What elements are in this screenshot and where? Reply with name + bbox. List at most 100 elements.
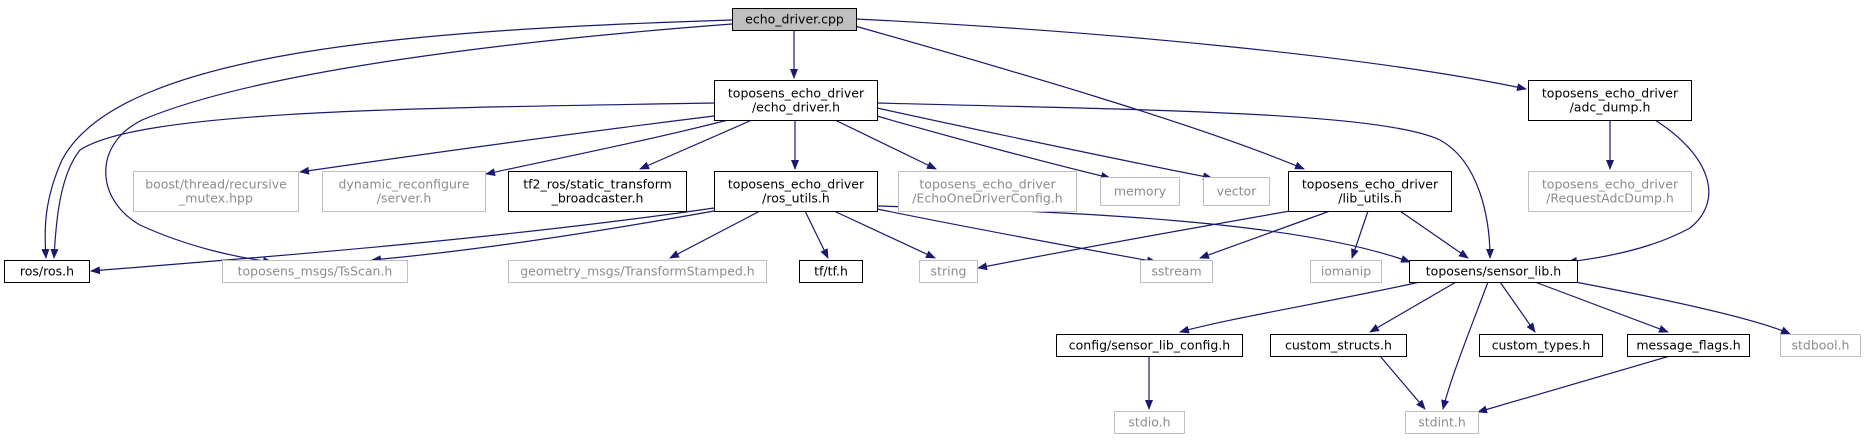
node-label: toposens_echo_driver (728, 177, 865, 192)
node-tf_h[interactable]: tf/tf.h (799, 260, 863, 283)
node-stdint: stdint.h (1405, 411, 1479, 434)
node-box (1203, 177, 1270, 206)
edge-sensor_lib_h-to-sensor_lib_config (1179, 281, 1421, 334)
node-box (1288, 171, 1452, 212)
edge-echo_driver_h-to-dyn_server (485, 119, 729, 177)
node-label: tf/tf.h (814, 264, 848, 279)
node-box (1405, 411, 1479, 434)
node-echo_driver_h[interactable]: toposens_echo_driver/echo_driver.h (714, 80, 878, 121)
node-lib_utils_h[interactable]: toposens_echo_driver/lib_utils.h (1288, 171, 1452, 212)
edge-message_flags-to-stdint (1477, 355, 1671, 414)
node-label: _broadcaster.h (551, 191, 644, 206)
node-box (1114, 411, 1185, 434)
node-message_flags[interactable]: message_flags.h (1627, 334, 1750, 357)
node-echo_driver_cpp[interactable]: echo_driver.cpp (732, 8, 857, 31)
node-label: dynamic_reconfigure (339, 177, 470, 192)
node-dyn_server: dynamic_reconfigure/server.h (322, 171, 486, 212)
edge-ros_utils_h-to-string (833, 210, 936, 259)
node-ros_utils_h[interactable]: toposens_echo_driver/ros_utils.h (714, 171, 878, 212)
node-box (1528, 80, 1692, 121)
node-recursive_mutex: boost/thread/recursive_mutex.hpp (133, 171, 299, 212)
node-echo_config: toposens_echo_driver/EchoOneDriverConfig… (898, 171, 1077, 212)
node-box (133, 171, 299, 212)
node-box (1056, 334, 1243, 357)
node-label: /EchoOneDriverConfig.h (912, 191, 1062, 206)
node-custom_structs[interactable]: custom_structs.h (1270, 334, 1407, 357)
edge-echo_driver_h-to-recursive_mutex (299, 115, 715, 175)
node-label: message_flags.h (1636, 338, 1740, 353)
edge-echo_driver_h-to-static_tf (639, 119, 753, 170)
node-label: ros/ros.h (20, 264, 74, 279)
edge-sensor_lib_h-to-custom_types (1499, 281, 1536, 333)
node-label: /server.h (377, 191, 432, 206)
node-ros_ros_h[interactable]: ros/ros.h (4, 260, 90, 283)
node-geometry_tf: geometry_msgs/TransformStamped.h (508, 260, 767, 283)
node-sstream: sstream (1140, 260, 1213, 283)
node-label: /RequestAdcDump.h (1546, 191, 1674, 206)
node-label: tf2_ros/static_transform (523, 177, 672, 192)
node-label: toposens_echo_driver (728, 86, 865, 101)
node-memory: memory (1100, 177, 1180, 206)
edge-ros_utils_h-to-sstream (876, 208, 1157, 265)
node-label: toposens_echo_driver (1542, 177, 1679, 192)
edge-ros_utils_h-to-tf_h (804, 210, 829, 259)
node-label: custom_structs.h (1285, 338, 1392, 353)
edge-lib_utils_h-to-sstream (1199, 210, 1331, 259)
edge-echo_driver_h-to-memory (876, 115, 1111, 180)
edge-sensor_lib_h-to-stdint (1441, 281, 1489, 410)
edge-sensor_lib_h-to-stdbool (1569, 280, 1791, 335)
node-sensor_lib_config[interactable]: config/sensor_lib_config.h (1056, 334, 1243, 357)
node-box (1780, 334, 1861, 357)
edge-echo_driver_h-to-vector (876, 107, 1213, 181)
node-box (898, 171, 1077, 212)
node-label: /ros_utils.h (762, 191, 830, 206)
node-custom_types[interactable]: custom_types.h (1479, 334, 1603, 357)
node-label: memory (1114, 184, 1167, 199)
edge-echo_driver_cpp-to-tsscan_h (105, 23, 733, 265)
node-box (1270, 334, 1407, 357)
node-label: _mutex.hpp (178, 191, 253, 206)
node-stdbool: stdbool.h (1780, 334, 1861, 357)
node-box (4, 260, 90, 283)
node-label: toposens_msgs/TsScan.h (238, 264, 393, 279)
node-label: /lib_utils.h (1338, 191, 1402, 206)
node-label: stdio.h (1128, 415, 1170, 430)
node-label: toposens_echo_driver (919, 177, 1056, 192)
node-box (322, 171, 486, 212)
node-label: stdint.h (1418, 415, 1466, 430)
edges-layer (41, 18, 1791, 414)
edge-echo_driver_cpp-to-adc_dump_h (855, 18, 1527, 92)
node-label: echo_driver.cpp (745, 12, 844, 27)
node-box (1140, 260, 1213, 283)
node-label: toposens/sensor_lib.h (1426, 264, 1561, 279)
edge-ros_utils_h-to-tsscan_h (371, 210, 715, 264)
node-static_tf[interactable]: tf2_ros/static_transform_broadcaster.h (508, 171, 687, 212)
node-box (1310, 260, 1382, 283)
edge-echo_driver_h-to-sensor_lib_h (876, 102, 1494, 259)
node-label: config/sensor_lib_config.h (1069, 338, 1230, 353)
node-box (714, 80, 878, 121)
node-box (222, 260, 408, 283)
node-label: custom_types.h (1492, 338, 1591, 353)
node-label: geometry_msgs/TransformStamped.h (520, 264, 754, 279)
node-label: string (931, 264, 967, 279)
edge-ros_utils_h-to-sensor_lib_h (876, 205, 1411, 263)
edge-lib_utils_h-to-string (977, 210, 1291, 271)
node-label: iomanip (1321, 264, 1371, 279)
edge-ros_utils_h-to-geometry_tf (669, 210, 761, 259)
node-label: toposens_echo_driver (1542, 86, 1679, 101)
edge-lib_utils_h-to-iomanip (1351, 210, 1369, 259)
node-label: sstream (1151, 264, 1201, 279)
node-label: boost/thread/recursive (145, 177, 287, 192)
node-box (799, 260, 863, 283)
node-adc_dump_h[interactable]: toposens_echo_driver/adc_dump.h (1528, 80, 1692, 121)
node-tsscan_h: toposens_msgs/TsScan.h (222, 260, 408, 283)
node-box (1409, 260, 1578, 283)
node-box (508, 171, 687, 212)
edge-echo_driver_h-to-echo_config (834, 119, 937, 170)
node-sensor_lib_h[interactable]: toposens/sensor_lib.h (1409, 260, 1578, 283)
node-box (919, 260, 978, 283)
node-request_adc: toposens_echo_driver/RequestAdcDump.h (1528, 171, 1692, 212)
edge-ros_utils_h-to-ros_ros_h (90, 207, 715, 275)
